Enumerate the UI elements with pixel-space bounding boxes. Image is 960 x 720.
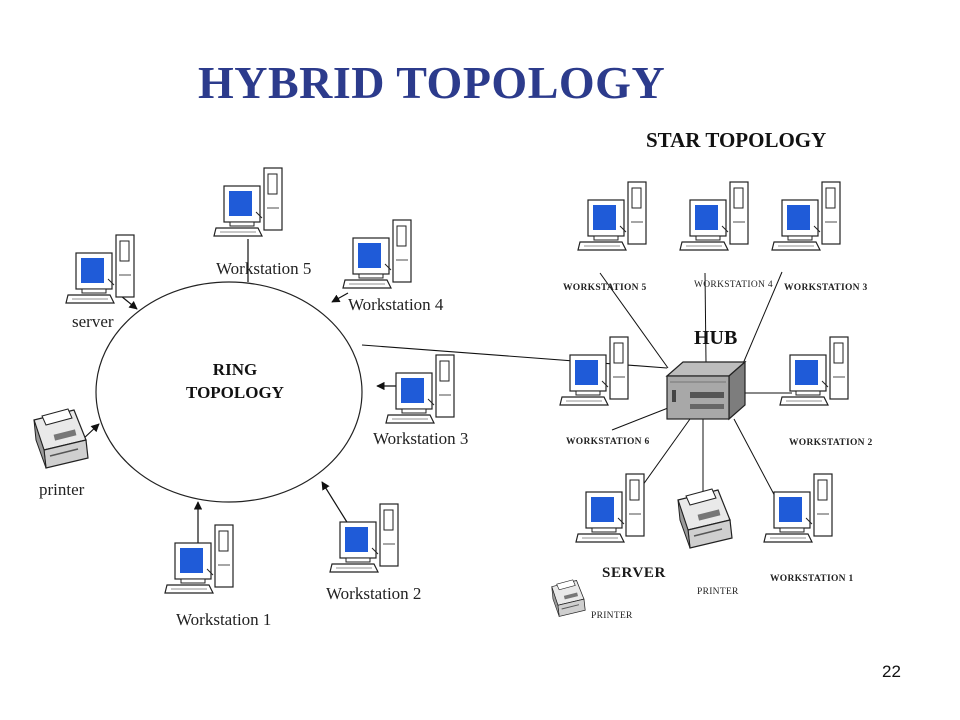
ring-label-line-1: RING: [212, 360, 258, 379]
star-printer-small: [551, 579, 586, 617]
hub-link-ws3: [741, 271, 783, 367]
star-server-label: SERVER: [602, 565, 666, 581]
ring-workstation-2-label: Workstation 2: [326, 584, 422, 603]
star-workstation-2-computer: [779, 336, 849, 406]
star-workstation-5-computer: [577, 181, 647, 251]
ring-label-line-2: TOPOLOGY: [186, 383, 284, 402]
slide-title: HYBRID TOPOLOGY: [198, 57, 666, 108]
hub-link-ws4: [704, 272, 707, 363]
ring-workstation-5-computer: [213, 167, 283, 237]
ring-workstation-2-computer: [329, 503, 399, 573]
ring-workstation-3-computer: [385, 354, 455, 424]
hub-link-ws6: [611, 407, 669, 431]
star-workstation-3-computer: [771, 181, 841, 251]
star-topology-title: STAR TOPOLOGY: [646, 128, 827, 152]
ring-server-computer: [65, 234, 135, 304]
star-workstation-1-label: WORKSTATION 1: [770, 574, 854, 584]
star-workstation-4-label: WORKSTATION 4: [694, 280, 773, 290]
star-workstation-5-label: WORKSTATION 5: [563, 283, 647, 293]
page-number: 22: [882, 662, 901, 681]
ring-workstation-4-computer: [342, 219, 412, 289]
ring-printer-label: printer: [39, 480, 85, 499]
hub-link-ws5: [599, 272, 669, 369]
ring-link-server: [120, 295, 138, 310]
ring-link-ws2: [321, 481, 351, 528]
ring-server-label: server: [72, 312, 114, 331]
hub-label: HUB: [694, 327, 738, 349]
star-workstation-2-label: WORKSTATION 2: [789, 438, 873, 448]
star-printer-label: PRINTER: [697, 587, 739, 597]
ring-printer: [33, 408, 89, 469]
star-workstation-3-label: WORKSTATION 3: [784, 283, 868, 293]
ring-workstation-3-label: Workstation 3: [373, 429, 469, 448]
ring-workstation-1-computer: [164, 524, 234, 594]
ring-workstation-5-label: Workstation 5: [216, 259, 312, 278]
ring-workstation-4-label: Workstation 4: [348, 295, 444, 314]
ring-link-ws4: [331, 292, 349, 303]
star-server-computer: [575, 473, 645, 543]
star-workstation-4-computer: [679, 181, 749, 251]
star-workstation-6-computer: [559, 336, 629, 406]
star-printer: [677, 488, 733, 549]
ring-topology-label: RING TOPOLOGY: [160, 358, 310, 404]
star-workstation-6-label: WORKSTATION 6: [566, 437, 650, 447]
star-printer-small-label: PRINTER: [591, 611, 633, 621]
ring-network: [95, 281, 363, 503]
star-workstation-1-computer: [763, 473, 833, 543]
hub-device: [665, 360, 747, 421]
hub-link-ws1: [733, 418, 779, 503]
ring-workstation-1-label: Workstation 1: [176, 610, 272, 629]
